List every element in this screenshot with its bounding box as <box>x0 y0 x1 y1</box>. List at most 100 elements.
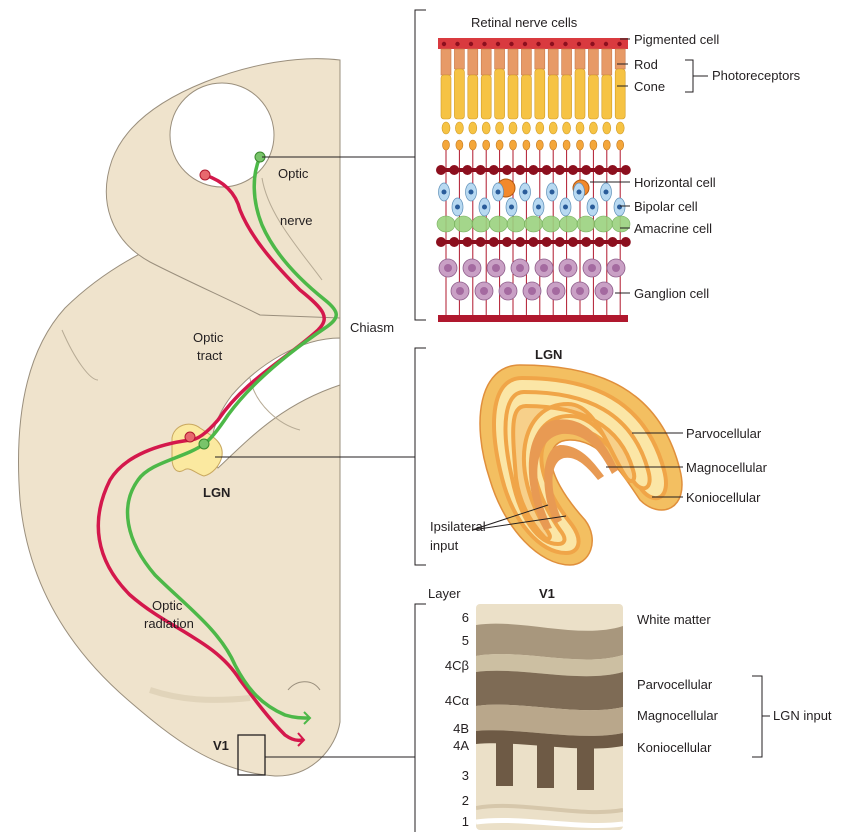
ganglion-nucleus <box>444 264 452 272</box>
amacrine-cell <box>612 216 630 232</box>
photoreceptor-terminal <box>523 140 530 150</box>
photoreceptor-nucleus <box>509 122 517 134</box>
nerve-fiber-layer <box>438 315 628 322</box>
cone-body <box>454 69 464 119</box>
rod-body <box>602 75 612 119</box>
opl-node <box>594 165 604 175</box>
ganglion-nucleus <box>588 264 596 272</box>
ipsi-lgn-dot <box>199 439 209 449</box>
bipolar-nucleus <box>442 190 447 195</box>
ipl-node <box>489 237 499 247</box>
label-horizontal: Horizontal cell <box>634 175 716 190</box>
photoreceptor-terminal <box>443 140 450 150</box>
retina-title: Retinal nerve cells <box>471 15 578 30</box>
amacrine-cell <box>455 216 473 232</box>
bipolar-nucleus <box>536 205 541 210</box>
inner-plexiform-layer <box>436 237 631 247</box>
pigment-dot <box>590 42 594 46</box>
v1-label-lgn-input: LGN input <box>773 708 832 723</box>
ipl-node <box>608 237 618 247</box>
opl-node <box>502 165 512 175</box>
amacrine-cell <box>437 216 455 232</box>
cone-body <box>575 69 585 119</box>
v1-layer-label: 4B <box>453 721 469 736</box>
ganglion-nucleus <box>480 287 488 295</box>
v1-layer-label: 4Cα <box>445 693 470 708</box>
rod <box>588 49 598 75</box>
photoreceptor-nucleus <box>603 122 611 134</box>
optic-tract-label: Optic <box>193 330 224 345</box>
ganglion-nucleus <box>528 287 536 295</box>
bipolar-nucleus <box>469 190 474 195</box>
ipl-node <box>581 237 591 247</box>
pigment-dot <box>536 42 540 46</box>
v1-title: V1 <box>539 586 555 601</box>
rod-body <box>521 75 531 119</box>
v1-label-parvo: Parvocellular <box>637 677 713 692</box>
v1-label-konio: Koniocellular <box>637 740 712 755</box>
ipl-node <box>476 237 486 247</box>
lgn-title: LGN <box>535 347 562 362</box>
photoreceptor-nucleus <box>496 122 504 134</box>
v1-layer-header: Layer <box>428 586 461 601</box>
amacrine-cell <box>560 216 578 232</box>
photoreceptor-terminal <box>536 140 543 150</box>
label-cone: Cone <box>634 79 665 94</box>
rod <box>481 49 491 75</box>
bipolar-nucleus <box>563 205 568 210</box>
opl-node <box>436 165 446 175</box>
ganglion-nucleus <box>516 264 524 272</box>
lgn-brain-label: LGN <box>203 485 230 500</box>
cone <box>454 49 464 69</box>
ganglion-nucleus <box>468 264 476 272</box>
rod <box>441 49 451 75</box>
rod <box>521 49 531 75</box>
pigment-dot <box>563 42 567 46</box>
panel-brackets <box>415 10 426 832</box>
contra-lgn-dot <box>185 432 195 442</box>
photoreceptor-terminal <box>577 140 584 150</box>
ipl-node <box>621 237 631 247</box>
label-amacrine: Amacrine cell <box>634 221 712 236</box>
opl-node <box>568 165 578 175</box>
photoreceptor-nucleus <box>536 122 544 134</box>
rod-body <box>508 75 518 119</box>
lgn-label-konio: Koniocellular <box>686 490 761 505</box>
amacrine-cell <box>472 216 490 232</box>
retina-panel: Retinal nerve cells Pigmented cell Rod C… <box>436 15 801 322</box>
pigment-dot <box>482 42 486 46</box>
amacrine-cell <box>542 216 560 232</box>
bipolar-nucleus <box>550 190 555 195</box>
amacrine-cell <box>507 216 525 232</box>
optic-nerve-label: nerve <box>280 213 313 228</box>
label-pigmented: Pigmented cell <box>634 32 719 47</box>
ipl-node <box>515 237 525 247</box>
label-photoreceptors: Photoreceptors <box>712 68 801 83</box>
ipl-node <box>568 237 578 247</box>
lgn-label-ipsilateral: input <box>430 538 459 553</box>
bipolar-nucleus <box>577 190 582 195</box>
photoreceptor-terminal <box>590 140 597 150</box>
brain-section: Optic nerve Chiasm Optic tract LGN Optic… <box>18 59 415 776</box>
pigment-dot <box>469 42 473 46</box>
bipolar-nucleus <box>523 190 528 195</box>
ipl-node <box>462 237 472 247</box>
pigment-dot <box>442 42 446 46</box>
opl-node <box>608 165 618 175</box>
amacrine-row <box>437 216 630 232</box>
optic-radiation-label: radiation <box>144 616 194 631</box>
ipl-node <box>594 237 604 247</box>
v1-layer-label: 1 <box>462 814 469 829</box>
photoreceptor-nucleus <box>455 122 463 134</box>
lgn-label-parvo: Parvocellular <box>686 426 762 441</box>
label-bipolar: Bipolar cell <box>634 199 698 214</box>
v1-layer-label: 3 <box>462 768 469 783</box>
bipolar-nucleus <box>590 205 595 210</box>
outer-plexiform-layer <box>436 165 631 175</box>
contra-retina-dot <box>200 170 210 180</box>
photoreceptor-nucleus <box>589 122 597 134</box>
opl-node <box>581 165 591 175</box>
label-rod: Rod <box>634 57 658 72</box>
